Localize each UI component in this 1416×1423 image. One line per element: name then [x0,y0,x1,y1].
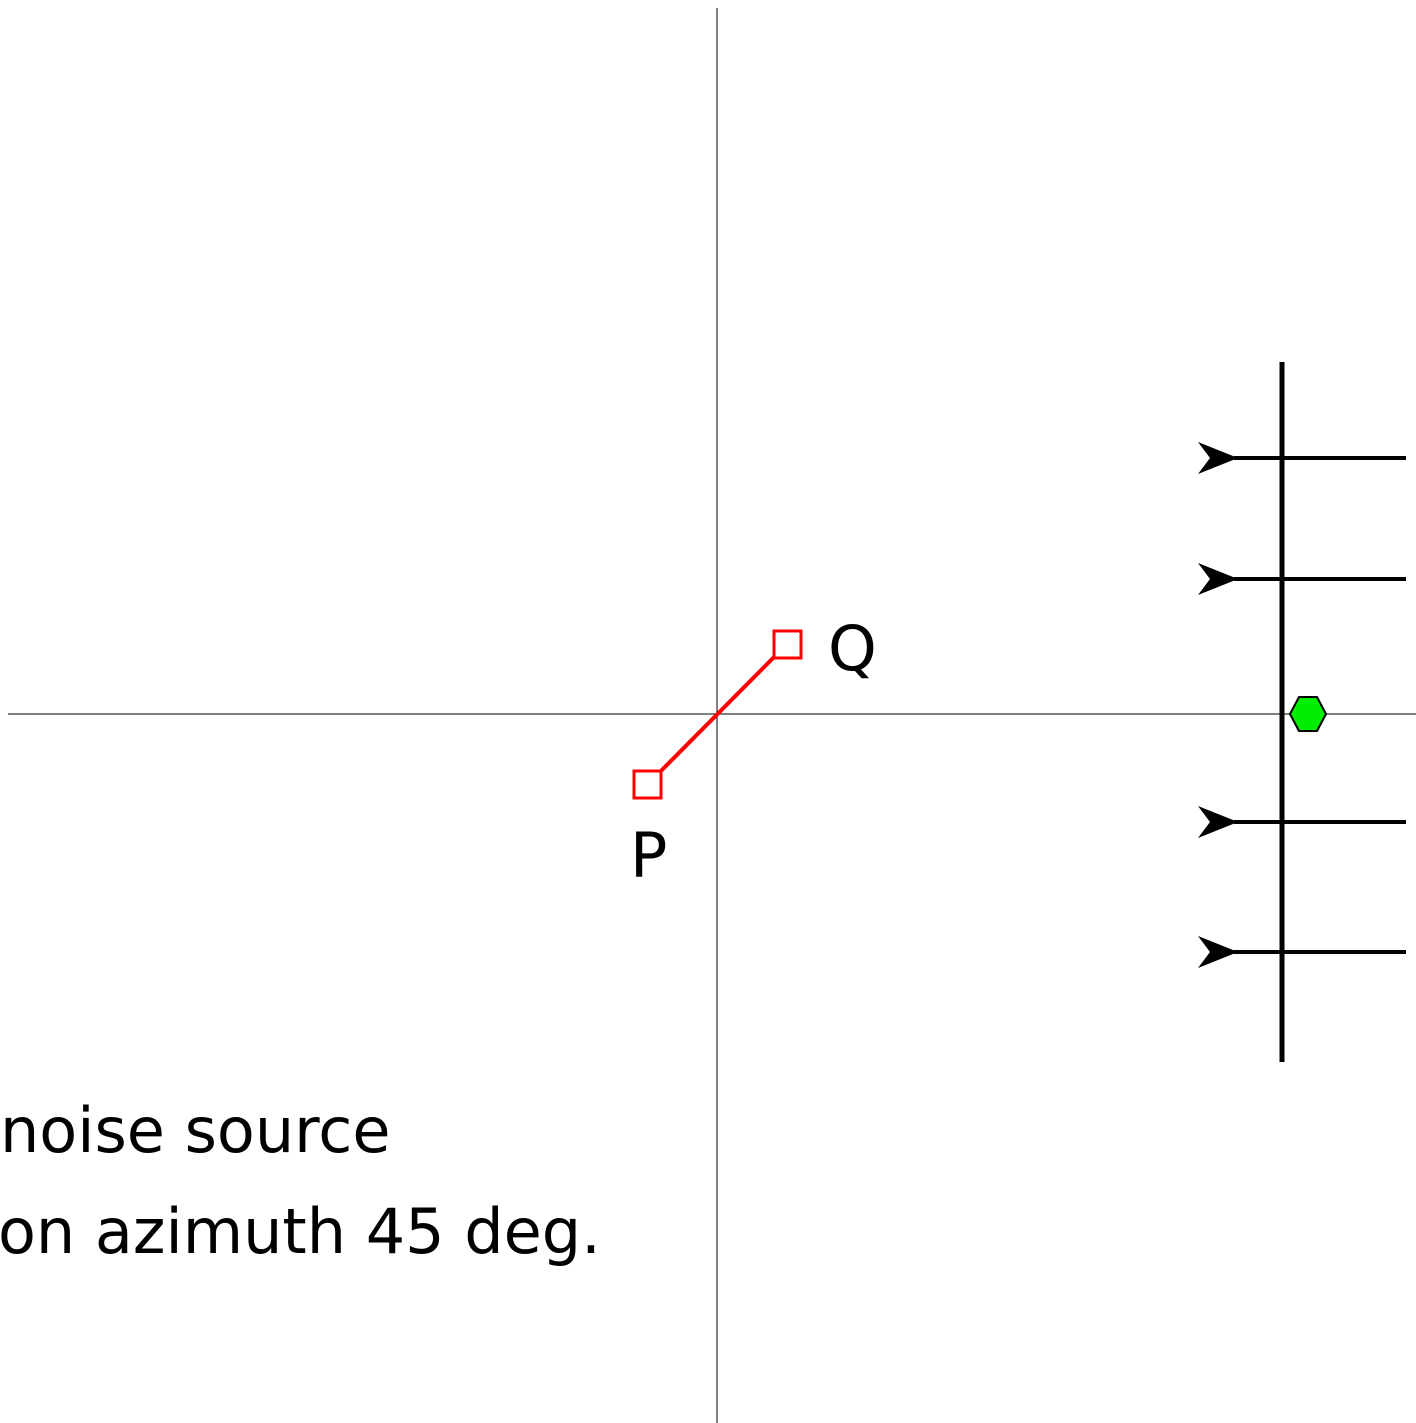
caption-line-1: noise source [0,1094,391,1167]
noise-source-marker [1288,696,1328,732]
wave-arrows [1198,442,1406,968]
caption-line-2: on azimuth 45 deg. [0,1195,601,1268]
point-q-marker [772,629,803,660]
point-q-label: Q [828,612,877,685]
point-p-label: P [630,819,667,892]
point-p-marker [632,769,663,800]
baseline-pq [646,642,789,786]
